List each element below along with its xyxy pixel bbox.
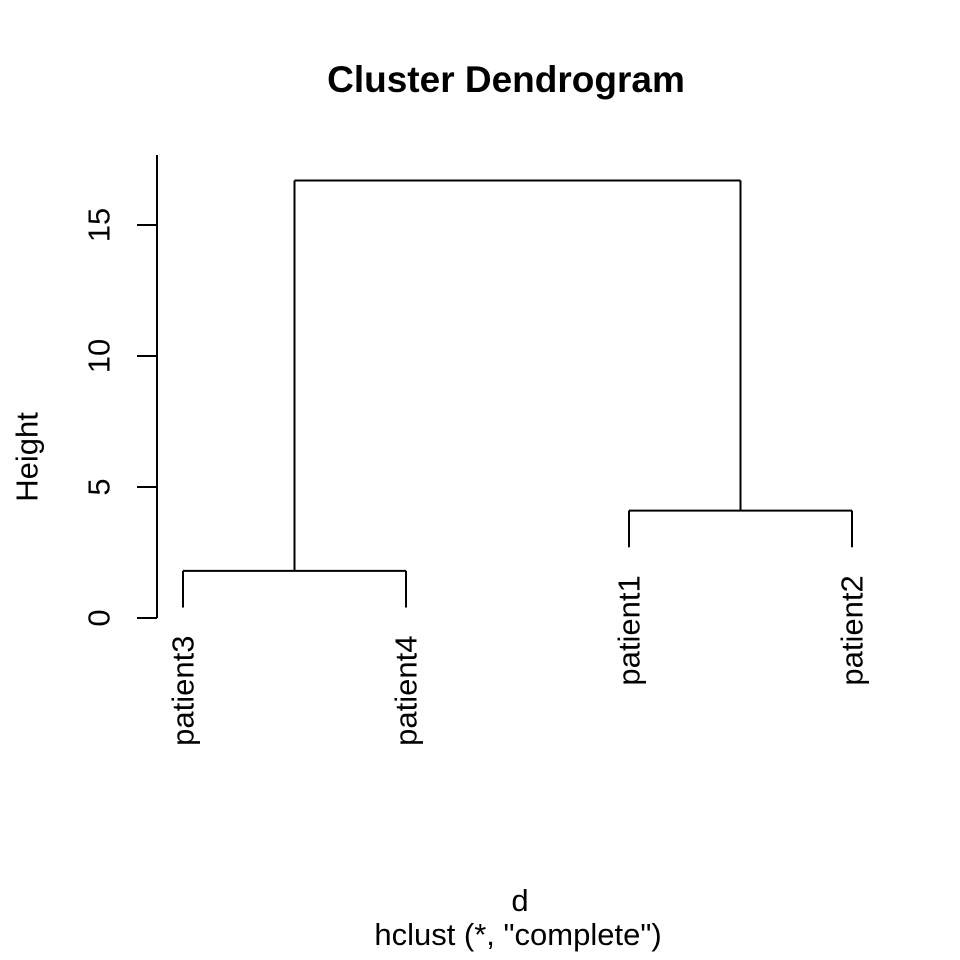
leaf-label: patient2 — [835, 575, 870, 685]
leaf-label: patient1 — [612, 575, 647, 685]
y-axis-tick-label: 10 — [82, 339, 117, 373]
y-axis-label: Height — [10, 412, 45, 502]
y-axis-tick-label: 15 — [82, 208, 117, 242]
leaf-label: patient3 — [166, 636, 201, 746]
leaf-label: patient4 — [389, 636, 424, 746]
y-axis-tick-label: 5 — [82, 478, 117, 495]
y-axis-tick-label: 0 — [82, 609, 117, 626]
plot-title: Cluster Dendrogram — [327, 59, 685, 100]
dendrogram-tree: patient3 patient4 patient1 patient2 — [166, 179, 870, 746]
x-axis-sublabel: hclust (*, "complete") — [374, 917, 661, 952]
x-axis-label: d — [511, 883, 528, 918]
y-axis: 0 5 10 15 — [82, 155, 158, 627]
